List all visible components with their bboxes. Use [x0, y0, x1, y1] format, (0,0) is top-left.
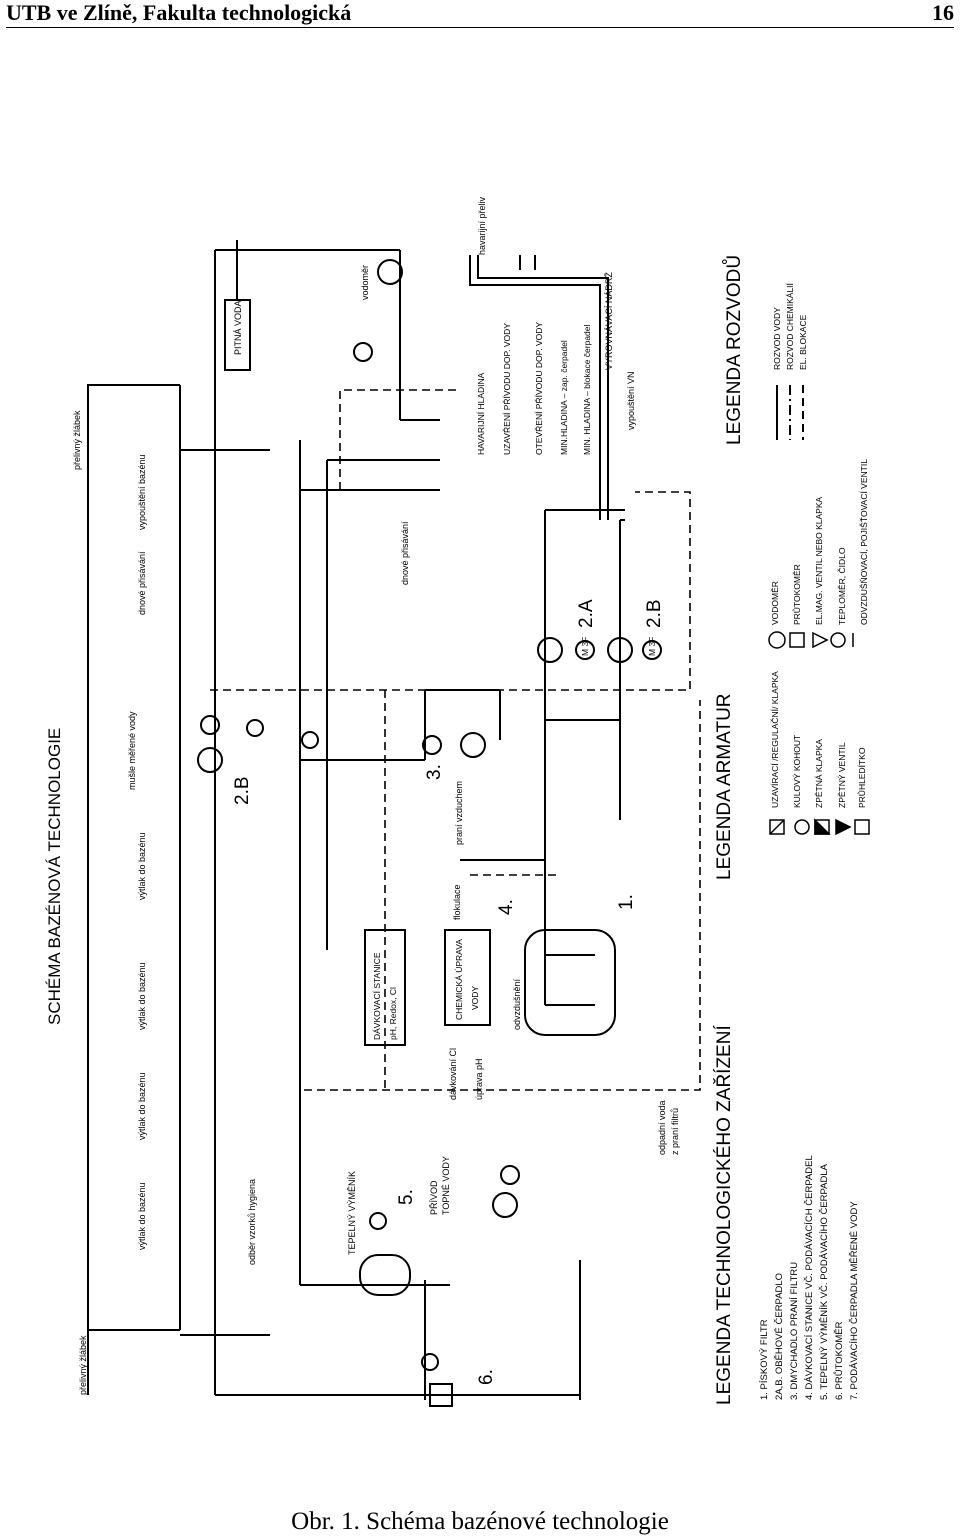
pipework	[87, 240, 662, 1407]
tank-level-3: OTEVŘENÍ PŘÍVODU DOP. VODY	[534, 322, 544, 455]
number-5: 5.	[396, 1189, 417, 1205]
pitna-voda-label: PITNÁ VODA	[233, 300, 243, 355]
legend-tech-item-6: 6. PRŮTOKOMĚR	[833, 1321, 845, 1400]
label-prani: praní vzduchem	[454, 781, 464, 845]
figure-caption: Obr. 1. Schéma bazénové technologie	[291, 1508, 669, 1535]
label-prelivny-right: přelivný žlábek	[72, 410, 82, 470]
legend-roz-symbols	[776, 385, 804, 440]
technology-diagram: přelivný žlábek odběr vzorků hygiena výt…	[45, 196, 870, 1407]
legend-arm-col2-3: EL.MAG. VENTIL NEBO KLAPKA	[814, 496, 824, 625]
header-rule	[6, 27, 954, 28]
davkovaci-line-2: pH, Redox, Cl	[388, 987, 398, 1040]
label-odpadni-2: z praní filtrů	[670, 1108, 680, 1155]
label-tepelny: TEPELNÝ VÝMĚNÍK	[347, 1171, 357, 1255]
legend-tech-item-5: 5. TEPELNÝ VÝMĚNÍK VČ. PODÁVACÍHO ČERPAD…	[819, 1163, 830, 1400]
legend-tech-item-1: 1. PÍSKOVÝ FILTR	[759, 1319, 770, 1400]
label-vytlak-2: výtlak do bazénu	[137, 1072, 147, 1140]
label-privod-1: PŘÍVOD	[429, 1180, 439, 1215]
label-vyrovnavaci: VYROVNÁVACÍ NÁDRŽ	[604, 272, 614, 370]
label-havarijni: havarijní přeliv	[477, 196, 487, 255]
chemicka-line-2: VODY	[470, 986, 480, 1010]
legend-arm-col2-4: TEPLOMĚR, ČIDLO	[837, 547, 847, 625]
dosing-station-box	[364, 929, 406, 1046]
label-odvzdusneni: odvzdušnění	[512, 978, 522, 1030]
label-davkovani-cl: dávkování Cl	[448, 1048, 458, 1100]
chemicka-line-1: CHEMICKÁ ÚPRAVA	[454, 939, 464, 1020]
legend-arm-col2-1: VODOMĚR	[770, 581, 780, 625]
tank-level-4: MIN.HLADINA – zap. čerpadel	[559, 340, 569, 455]
number-2a: 2.A	[576, 599, 597, 628]
label-vypousteni: vypouštění bazénu	[137, 454, 147, 530]
tank-level-2: UZAVŘENÍ PŘÍVODU DOP. VODY	[502, 323, 512, 455]
legend-tech-item-4: 4. DÁVKOVACÍ STANICE VČ. PODÁVACÍCH ČERP…	[804, 1155, 815, 1400]
legend-tech-item-7: 7. PODÁVACÍHO ČERPADLA MĚŘENÉ VODY	[849, 1201, 860, 1400]
pump-badge-1: M 3F	[580, 637, 590, 656]
legend-arm-col2-2: PRŮTOKOMĚR	[791, 564, 802, 625]
number-1: 1.	[616, 894, 637, 910]
page-number: 16	[932, 0, 954, 25]
legend-roz-item-3: EL. BLOKACE	[798, 314, 808, 370]
label-odpadni-1: odpadní voda	[657, 1100, 667, 1155]
legend-arm-col1-2: KULOVÝ KOHOUT	[792, 735, 802, 808]
legend-arm-col1-4: ZPĚTNÝ VENTIL	[837, 742, 847, 808]
legend-arm-symbols	[768, 631, 870, 836]
label-prelivny-left: přelivný žlábek	[78, 1335, 88, 1395]
number-3: 3.	[424, 764, 445, 780]
label-vytlak-1: výtlak do bazénu	[137, 1182, 147, 1250]
legend-arm-col1-1: UZAVÍRACÍ /REGULAČNÍ/ KLAPKA	[770, 671, 780, 808]
diagram-title: SCHÉMA BAZÉNOVÁ TECHNOLOGIE	[45, 728, 64, 1025]
label-vodomer: vodoměr	[360, 265, 370, 300]
tank-level-1: HAVARIJNÍ HLADINA	[476, 372, 486, 455]
label-uprava-ph: úprava pH	[474, 1058, 484, 1100]
legend-tech-item-3: 3. DMYCHADLO PRANÍ FILTRU	[789, 1262, 800, 1400]
label-flokulace: flokulace	[452, 884, 462, 920]
number-2b: 2.B	[644, 599, 665, 628]
number-2b-top: 2.B	[232, 776, 253, 805]
label-odber: odběr vzorků hygiena	[247, 1179, 257, 1265]
legend-arm-col1-3: ZPĚTNÁ KLAPKA	[814, 739, 824, 808]
legend-arm-col2-5: ODVZDUŠŇOVACÍ, POJIŠŤOVACÍ VENTIL	[859, 459, 869, 625]
davkovaci-line-1: DÁVKOVACÍ STANICE	[372, 952, 382, 1040]
legend-arm-col1-5: PRŮHLEDÍTKO	[856, 747, 867, 808]
legend-arm-title: LEGENDA ARMATUR	[714, 693, 735, 880]
tank-level-5: MIN. HLADINA – blokace čerpadel	[582, 324, 592, 455]
label-musle: mušle měřené vody	[127, 711, 137, 790]
chemical-treatment-box	[444, 929, 491, 1026]
legend-roz-title: LEGENDA ROZVODŮ	[723, 255, 745, 445]
label-vypousteni-vn: vypouštění VN	[626, 371, 636, 430]
legend-tech-item-2: 2A,B. OBĚHOVÉ ČERPADLO	[774, 1273, 785, 1400]
pump-badge-2: M 3F	[647, 637, 657, 656]
label-privod-2: TOPNÉ VODY	[441, 1156, 451, 1215]
legend-tech-title: LEGENDA TECHNOLOGICKÉHO ZAŘÍZENÍ	[713, 1025, 735, 1405]
control-lines	[210, 389, 701, 1112]
label-vytlak-3: výtlak do bazénu	[137, 962, 147, 1030]
number-6: 6.	[476, 1369, 497, 1385]
legend-roz-item-1: ROZVOD VODY	[772, 307, 782, 370]
label-vytlak-4: výtlak do bazénu	[137, 832, 147, 900]
header-title: UTB ve Zlíně, Fakulta technologická	[6, 0, 352, 25]
label-dnove-1: dnové přisávání	[137, 551, 147, 615]
page-header: UTB ve Zlíně, Fakulta technologická 16	[0, 0, 960, 30]
number-4: 4.	[496, 899, 517, 915]
label-dnove-2: dnové přisávání	[400, 521, 410, 585]
legend-roz-item-2: ROZVOD CHEMIKÁLIÍ	[785, 282, 795, 370]
